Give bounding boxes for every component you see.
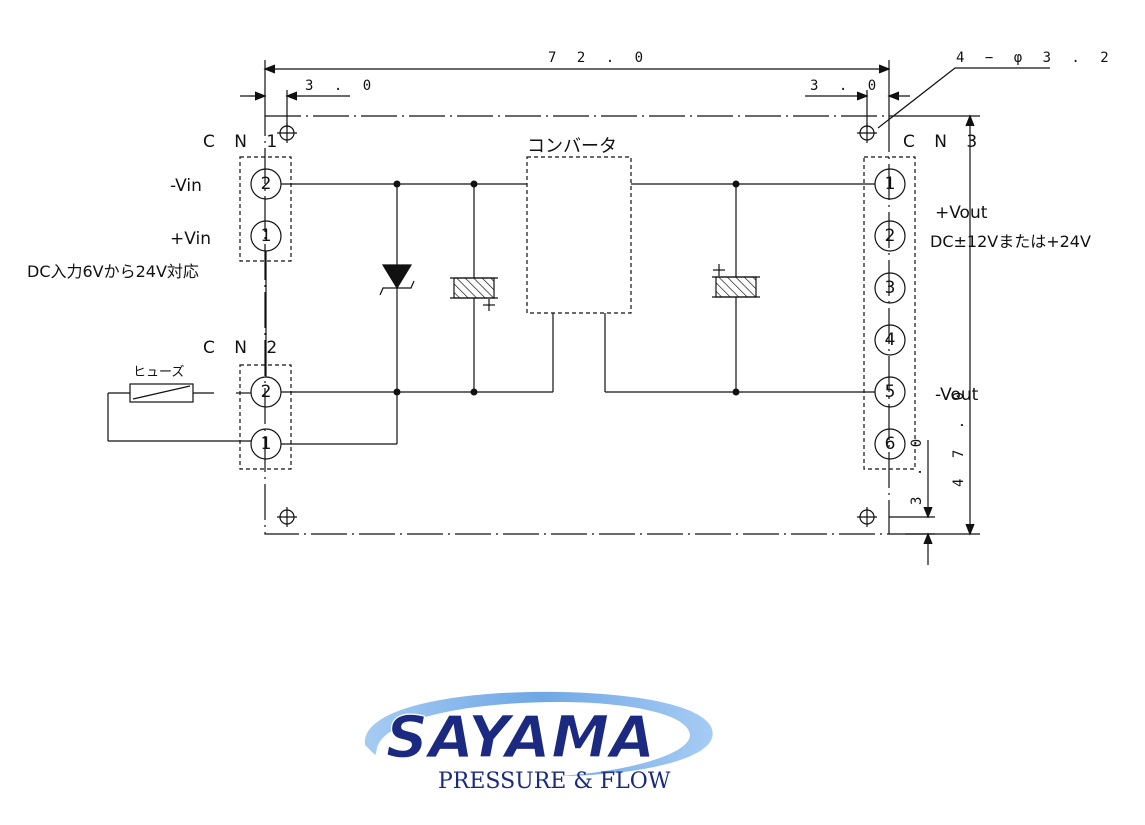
label-minus-vin: -Vin xyxy=(170,176,202,196)
label-minus-vout: -Vout xyxy=(935,385,979,405)
cn3-pin: 4 xyxy=(885,330,896,350)
sayama-logo: SAYAMA PRESSURE & FLOW xyxy=(364,691,713,794)
dim-holes: 4 − φ 3 . 2 xyxy=(956,50,1115,66)
logo-name: SAYAMA xyxy=(386,703,656,771)
mount-hole-br xyxy=(857,507,877,527)
cn3-pin: 1 xyxy=(885,174,896,194)
label-dc-input: DC入力6Vから24V対応 xyxy=(27,262,199,281)
cn3-title: C N 3 xyxy=(903,132,984,152)
label-plus-vout: +Vout xyxy=(935,203,988,223)
mount-hole-tr xyxy=(857,123,877,143)
mount-hole-bl xyxy=(277,507,297,527)
dim-right-offset: 3 . 0 xyxy=(810,78,882,94)
cn1-pin: 2 xyxy=(261,174,272,194)
converter-box xyxy=(526,156,632,314)
cn2-pin: 2 xyxy=(261,382,272,402)
label-plus-vin: +Vin xyxy=(170,229,211,249)
label-output-voltage: DC±12Vまたは+24V xyxy=(930,232,1091,251)
fuse-label: ヒューズ xyxy=(133,364,184,380)
cn3-pin: 2 xyxy=(885,226,896,246)
cn1-title: C N 1 xyxy=(203,132,284,152)
cn2-pin: 1 xyxy=(261,434,272,454)
cn1-pin: 1 xyxy=(261,226,272,246)
cn3-pin: 6 xyxy=(885,434,896,454)
dim-vertical-offset: 3 . 0 xyxy=(909,433,925,505)
dim-left-offset: 3 . 0 xyxy=(305,78,377,94)
board-outline xyxy=(264,115,890,535)
dim-width: 7 2 . 0 xyxy=(548,50,649,66)
cn3-box xyxy=(863,156,916,470)
mount-hole-tl xyxy=(277,123,297,143)
converter-label: コンバータ xyxy=(527,136,617,157)
cn3-pin: 5 xyxy=(885,382,896,402)
logo-tagline: PRESSURE & FLOW xyxy=(438,769,671,794)
dim-height: 4 7 . 0 xyxy=(951,386,967,487)
cn2-title: C N 2 xyxy=(203,338,284,358)
cn3-pin: 3 xyxy=(885,278,896,298)
